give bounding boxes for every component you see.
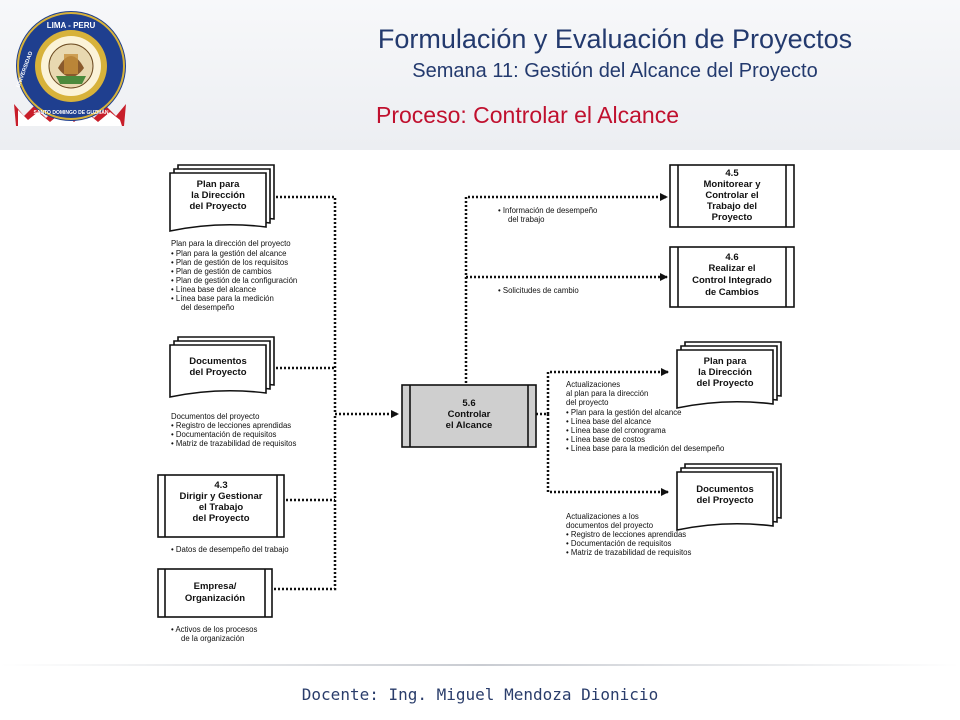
output-4-5-list: • Información de desempeño del trabajo <box>498 206 598 224</box>
svg-text:• Documentación de requisitos: • Documentación de requisitos <box>171 430 277 439</box>
input-documents-list: Documentos del proyecto • Registro de le… <box>171 412 296 448</box>
output-documents <box>676 463 782 531</box>
svg-text:de la organización: de la organización <box>181 634 244 643</box>
svg-text:• Plan para la gestión del al: • Plan para la gestión del alcance <box>171 249 286 258</box>
input-enterprise <box>157 568 273 618</box>
svg-text:• Línea base del alcance: • Línea base del alcance <box>171 285 256 294</box>
svg-text:• Línea base para la medición: • Línea base para la medición <box>171 294 274 303</box>
input-plan-list: Plan para la dirección del proyecto • Pl… <box>171 239 297 312</box>
output-documents-list: Actualizaciones a los documentos del pro… <box>566 512 691 557</box>
svg-text:• Plan de gestión de los requ: • Plan de gestión de los requisitos <box>171 258 288 267</box>
svg-text:al plan para la dirección: al plan para la dirección <box>566 389 648 398</box>
process-5-6-box <box>401 384 537 448</box>
svg-text:• Plan para la gestión del al: • Plan para la gestión del alcance <box>566 408 681 417</box>
input-process-4-3 <box>157 474 285 538</box>
svg-text:Plan para la dirección del pro: Plan para la dirección del proyecto <box>171 239 291 248</box>
output-process-4-5 <box>669 164 795 228</box>
svg-text:• Línea base de costos: • Línea base de costos <box>566 435 645 444</box>
svg-text:documentos del proyecto: documentos del proyecto <box>566 521 654 530</box>
svg-text:• Plan de gestión de la confi: • Plan de gestión de la configuración <box>171 276 297 285</box>
svg-text:SANTO DOMINGO DE GUZMÁN: SANTO DOMINGO DE GUZMÁN <box>34 109 109 116</box>
input-enterprise-list: • Activos de los procesos de la organiza… <box>171 625 257 643</box>
svg-text:Documentos del proyecto: Documentos del proyecto <box>171 412 260 421</box>
input-documents <box>169 336 275 398</box>
svg-text:del trabajo: del trabajo <box>508 215 545 224</box>
output-plan-document <box>676 341 782 409</box>
output-plan-list: Actualizaciones al plan para la direcció… <box>566 380 725 453</box>
svg-text:LIMA - PERU: LIMA - PERU <box>47 21 96 30</box>
svg-text:• Matriz de trazabilidad de r: • Matriz de trazabilidad de requisitos <box>566 548 691 557</box>
svg-text:Actualizaciones a los: Actualizaciones a los <box>566 512 639 521</box>
svg-text:• Información de desempeño: • Información de desempeño <box>498 206 598 215</box>
input-plan-document <box>169 164 275 232</box>
header-band <box>0 0 960 150</box>
svg-text:• Documentación de requisitos: • Documentación de requisitos <box>566 539 672 548</box>
svg-text:• Matriz de trazabilidad de r: • Matriz de trazabilidad de requisitos <box>171 439 296 448</box>
svg-text:• Línea base del cronograma: • Línea base del cronograma <box>566 426 666 435</box>
svg-text:• Plan de gestión de cambios: • Plan de gestión de cambios <box>171 267 272 276</box>
page-title: Formulación y Evaluación de Proyectos <box>377 24 853 54</box>
footer-instructor: Docente: Ing. Miguel Mendoza Dionicio <box>301 685 659 704</box>
output-process-4-6 <box>669 246 795 308</box>
svg-text:del proyecto: del proyecto <box>566 398 609 407</box>
svg-text:del desempeño: del desempeño <box>181 303 235 312</box>
input-process-4-3-output: • Datos de desempeño del trabajo <box>171 545 289 554</box>
svg-text:• Línea base para la medición: • Línea base para la medición del desemp… <box>566 444 725 453</box>
svg-text:• Activos de los procesos: • Activos de los procesos <box>171 625 257 634</box>
output-4-6-list: • Solicitudes de cambio <box>498 286 579 295</box>
svg-text:• Registro de lecciones apren: • Registro de lecciones aprendidas <box>566 530 686 539</box>
footer-divider <box>0 664 960 666</box>
svg-text:Actualizaciones: Actualizaciones <box>566 380 620 389</box>
university-seal-logo: LIMA - PERU UNIVERSIDAD SANTO DOMINGO DE… <box>14 11 126 126</box>
connector-lines <box>272 193 669 591</box>
page-subtitle: Semana 11: Gestión del Alcance del Proye… <box>412 60 818 82</box>
svg-text:• Registro de lecciones apren: • Registro de lecciones aprendidas <box>171 421 291 430</box>
input-enterprise-label: Empresa/Organización <box>185 581 245 604</box>
svg-text:• Línea base del alcance: • Línea base del alcance <box>566 417 651 426</box>
process-title: Proceso: Controlar el Alcance <box>376 102 679 128</box>
